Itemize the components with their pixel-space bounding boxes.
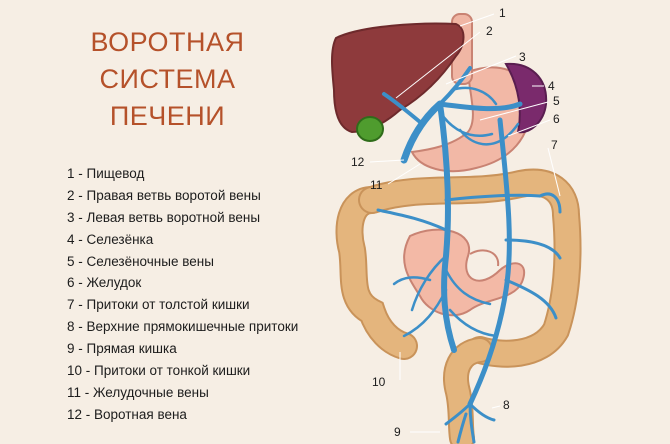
legend-item: 10 - Притоки от тонкой кишки — [67, 363, 251, 379]
callout-5: 5 — [553, 94, 560, 108]
callout-11: 11 — [370, 178, 383, 192]
legend-item: 5 - Селезёночные вены — [67, 253, 214, 269]
legend-item: 3 - Левая ветвь воротной вены — [67, 209, 261, 225]
inferior-mesenteric-vein — [467, 117, 512, 407]
callout-1: 1 — [499, 6, 506, 20]
callout-9: 9 — [394, 425, 401, 439]
small-intestine-tributaries — [392, 254, 498, 338]
legend-item: 6 - Желудок — [67, 275, 142, 291]
right-portal-branch — [382, 92, 422, 124]
small-intestine — [403, 228, 525, 317]
callout-leaders — [369, 13, 561, 433]
title-line-2: СИСТЕМА — [99, 64, 236, 94]
callout-12: 12 — [351, 155, 365, 169]
legend-item: 12 - Воротная вена — [67, 406, 187, 422]
portal-veins — [376, 66, 562, 444]
liver — [331, 22, 465, 134]
legend-list: 1 - Пищевод 2 - Правая ветвь воротой вен… — [67, 163, 298, 426]
large-intestine-fill — [337, 188, 416, 358]
superior-mesenteric-vein — [437, 101, 457, 353]
callout-3: 3 — [519, 50, 526, 64]
colic-tributaries — [376, 192, 562, 320]
splenic-vein — [437, 101, 523, 112]
transverse-colon-fill — [360, 170, 580, 366]
title-line-1: ВОРОТНАЯ — [90, 27, 245, 57]
callout-7: 7 — [551, 138, 558, 152]
callout-4: 4 — [548, 79, 555, 93]
diagram-title: ВОРОТНАЯ СИСТЕМА ПЕЧЕНИ — [60, 24, 275, 135]
legend-item: 11 - Желудочные вены — [67, 384, 209, 400]
gallbladder — [356, 116, 384, 142]
title-line-3: ПЕЧЕНИ — [109, 101, 226, 131]
legend-item: 1 - Пищевод — [67, 166, 145, 181]
legend-item: 4 - Селезёнка — [67, 231, 154, 247]
left-portal-branch — [438, 66, 472, 106]
legend-item: 7 - Притоки от толстой кишки — [67, 297, 250, 313]
small-intestine-loop — [469, 249, 500, 267]
callout-6: 6 — [553, 112, 560, 126]
legend-item: 2 - Правая ветвь воротой вены — [67, 187, 261, 203]
rectal-tributaries — [444, 402, 496, 444]
callout-2: 2 — [486, 24, 493, 38]
callout-10: 10 — [372, 375, 386, 389]
callout-8: 8 — [503, 398, 510, 412]
legend-item: 8 - Верхние прямокишечные притоки — [67, 319, 299, 335]
legend-item: 9 - Прямая кишка — [67, 341, 177, 357]
portal-vein — [400, 100, 444, 164]
